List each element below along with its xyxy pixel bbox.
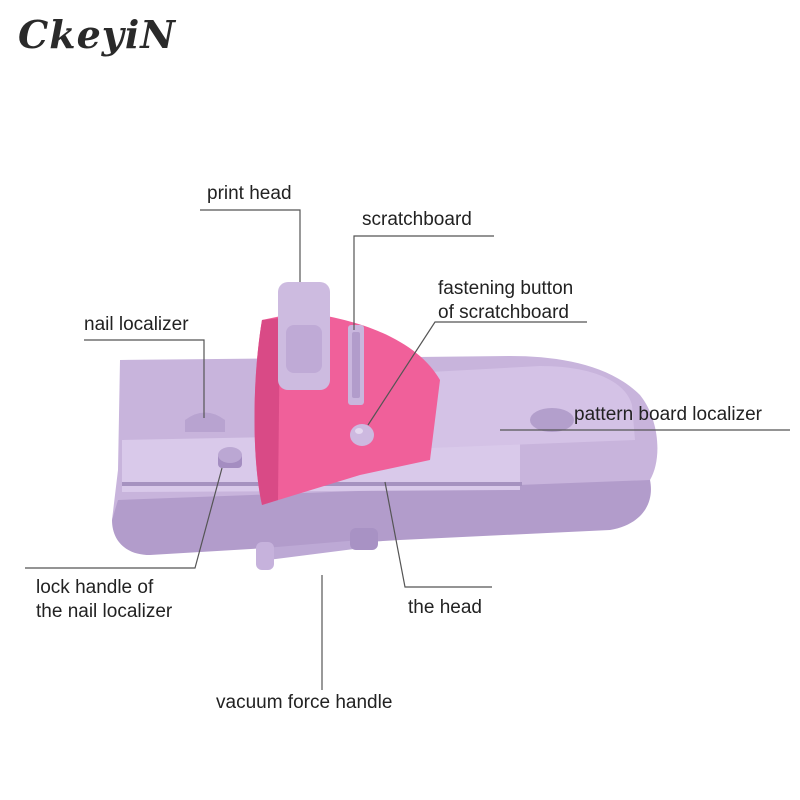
leader-nail-localizer — [84, 339, 205, 418]
leader-scratchboard — [353, 235, 494, 330]
label-the-head: the head — [408, 597, 482, 618]
pink-head-side — [254, 318, 280, 505]
label-lock-handle-line2: the nail localizer — [36, 601, 173, 622]
label-print-head: print head — [207, 183, 292, 204]
brand-logo: CkeyiN — [18, 12, 176, 57]
label-fastening-button-line2: of scratchboard — [438, 302, 569, 323]
label-nail-localizer: nail localizer — [84, 314, 189, 335]
localizer-knob — [218, 447, 242, 463]
leader-the-head — [384, 481, 492, 588]
leader-lock-handle — [25, 467, 223, 569]
pattern-board-plate — [430, 366, 635, 448]
vacuum-handle-knob — [350, 528, 378, 550]
vacuum-handle-grip — [256, 542, 274, 570]
scratchboard-slot — [352, 332, 360, 398]
label-scratchboard: scratchboard — [362, 209, 472, 230]
print-head-face — [286, 325, 322, 373]
leader-lines — [25, 209, 790, 690]
leader-fastening-button — [367, 321, 587, 426]
label-vacuum-force-handle: vacuum force handle — [216, 692, 393, 713]
device-base-front — [112, 480, 651, 555]
pattern-board-recess — [530, 408, 574, 432]
vacuum-handle-arm — [265, 540, 362, 560]
label-fastening-button-line1: fastening button — [438, 278, 574, 299]
label-pattern-board-localizer: pattern board localizer — [574, 404, 762, 425]
fastening-button — [350, 424, 374, 446]
nail-localizer-notch — [185, 412, 225, 432]
label-lock-handle-line1: lock handle of — [36, 577, 154, 598]
leader-print-head — [200, 209, 301, 282]
fastening-button-highlight — [355, 428, 363, 434]
